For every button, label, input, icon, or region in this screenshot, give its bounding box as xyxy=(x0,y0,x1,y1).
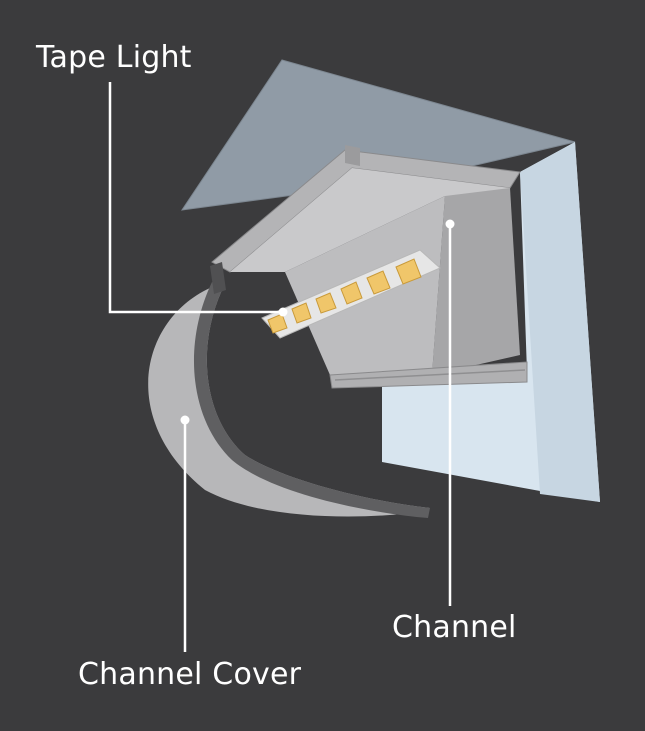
channel-dot xyxy=(445,219,455,229)
leader-lines xyxy=(108,82,452,652)
channel-cover-top-lip xyxy=(210,262,226,294)
channel-top-lip xyxy=(345,145,360,166)
leader-dots xyxy=(180,219,455,425)
led-chip xyxy=(340,281,363,305)
led-chip xyxy=(291,302,312,324)
led-chip xyxy=(315,292,337,314)
tape-light-dot xyxy=(278,307,288,317)
tape-light-label: Tape Light xyxy=(36,40,192,75)
tape-light-leader xyxy=(108,82,280,314)
wall-panel-shade xyxy=(520,142,600,502)
channel-cover-label: Channel Cover xyxy=(78,657,302,692)
channel-back-face xyxy=(432,188,520,375)
channel-label: Channel xyxy=(392,610,517,645)
led-chips xyxy=(267,258,422,334)
led-chip xyxy=(267,313,288,334)
channel-cover-dot xyxy=(180,415,190,425)
led-chip xyxy=(395,258,422,285)
channel-cover-outer xyxy=(148,288,431,517)
led-chip xyxy=(366,270,391,295)
channel-inner-top xyxy=(230,168,510,272)
